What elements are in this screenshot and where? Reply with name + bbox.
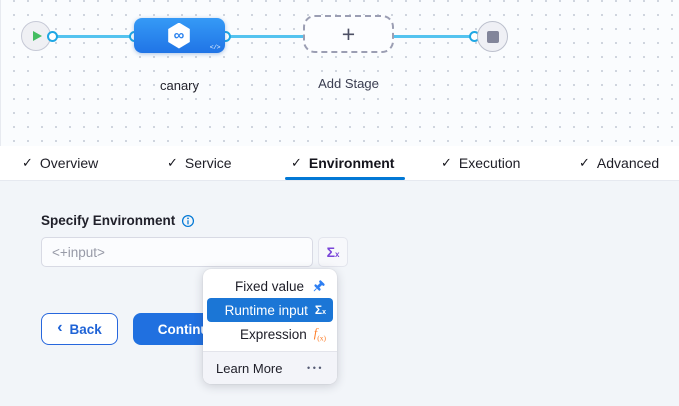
add-stage-label: Add Stage: [318, 76, 379, 91]
sigma-icon: Σx: [326, 244, 340, 260]
environment-panel: Specify Environment Σx ‹ Back Continue F…: [0, 181, 679, 406]
check-icon: ✓: [579, 155, 590, 170]
tab-overview[interactable]: ✓ Overview: [22, 146, 98, 180]
menu-item-fixed-value[interactable]: Fixed value: [203, 274, 337, 298]
check-icon: ✓: [291, 155, 302, 170]
chevron-left-icon: ‹: [57, 319, 63, 336]
specify-environment-label: Specify Environment: [41, 213, 176, 228]
back-label: Back: [69, 321, 102, 337]
tab-label: Advanced: [596, 155, 660, 171]
info-icon[interactable]: [181, 214, 195, 228]
edge-start-to-stage: [51, 35, 135, 38]
stage-node-canary[interactable]: ∞ </>: [134, 18, 225, 53]
active-tab-underline: [285, 177, 405, 180]
stop-icon: [486, 30, 499, 43]
tab-label: Execution: [458, 155, 521, 171]
tab-service[interactable]: ✓ Service: [167, 146, 232, 180]
menu-footer: Learn More •••: [203, 351, 337, 384]
stage-tabbar: ✓ Overview ✓ Service ✓ Environment ✓ Exe…: [0, 146, 679, 181]
connector-dot: [46, 30, 58, 42]
menu-item-expression[interactable]: Expression f(x): [203, 322, 337, 346]
pipeline-canvas: ∞ </> canary + Add Stage: [0, 0, 679, 146]
plus-icon: +: [341, 20, 356, 47]
sigma-icon: Σx: [314, 303, 326, 317]
infinity-glyph: ∞: [173, 27, 185, 44]
tab-label: Environment: [308, 155, 395, 171]
value-type-menu-list: Fixed value Runtime input Σx: [203, 269, 337, 351]
fx-icon: f(x): [313, 325, 326, 343]
edge-addstage-to-end: [393, 35, 475, 38]
edge-stage-to-addstage: [224, 35, 305, 38]
specify-environment-row: Specify Environment: [41, 213, 195, 228]
add-stage-button[interactable]: +: [303, 15, 394, 53]
code-icon: </>: [209, 44, 221, 51]
pipeline-end-node[interactable]: [477, 21, 508, 52]
menu-item-label: Runtime input: [224, 302, 308, 318]
deploy-stage-icon: ∞: [168, 22, 190, 49]
stage-name-label: canary: [159, 78, 200, 93]
play-icon: [33, 31, 42, 41]
tab-advanced[interactable]: ✓ Advanced: [579, 146, 659, 180]
menu-item-label: Expression: [239, 326, 307, 342]
tab-label: Overview: [39, 155, 99, 171]
value-type-menu: Fixed value Runtime input Σx: [203, 269, 337, 384]
check-icon: ✓: [22, 155, 33, 170]
more-options-icon[interactable]: •••: [307, 363, 324, 373]
environment-input[interactable]: [41, 237, 313, 267]
menu-item-runtime-input[interactable]: Runtime input Σx: [207, 298, 333, 322]
tab-label: Service: [184, 155, 232, 171]
tab-environment[interactable]: ✓ Environment: [291, 146, 394, 180]
check-icon: ✓: [167, 155, 178, 170]
pin-icon: [313, 279, 325, 291]
pipeline-start-node[interactable]: [21, 21, 51, 51]
menu-item-label: Fixed value: [234, 278, 304, 294]
check-icon: ✓: [441, 155, 452, 170]
tab-execution[interactable]: ✓ Execution: [441, 146, 520, 180]
back-button[interactable]: ‹ Back: [41, 313, 118, 345]
runtime-input-type-button[interactable]: Σx: [318, 237, 348, 267]
learn-more-link[interactable]: Learn More: [216, 360, 283, 376]
